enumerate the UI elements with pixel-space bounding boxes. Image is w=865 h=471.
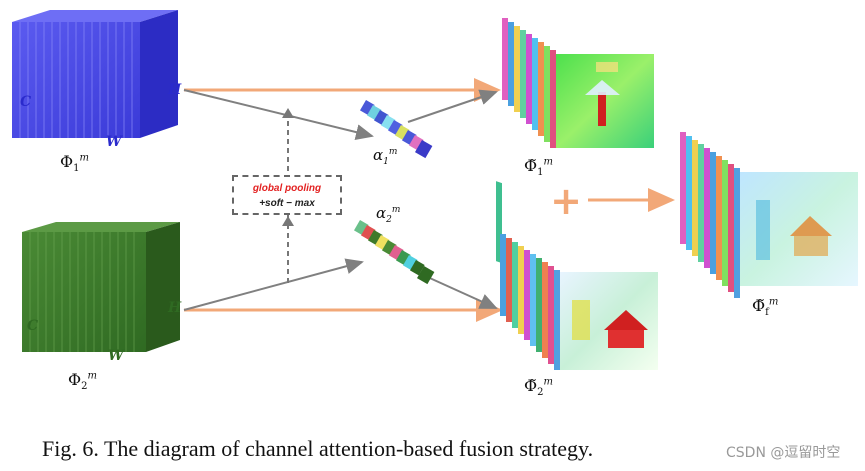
watermark: CSDN @逗留时空 — [726, 445, 841, 461]
figure-caption: Fig. 6. The diagram of channel attention… — [42, 436, 594, 461]
alpha1-label: α1m — [373, 146, 398, 167]
output1-label: Φ̃1m — [524, 156, 553, 179]
alpha-2-bar — [354, 220, 435, 285]
tensor1-h-label: H — [168, 82, 182, 98]
tensor1-c-label: C — [20, 94, 32, 110]
phi1-label: Φ1m — [60, 152, 89, 175]
fused-output-stack — [680, 132, 858, 298]
output2-label: Φ̃2m — [524, 376, 553, 399]
tensor1-w-label: W — [106, 134, 122, 150]
dashed-arrow-up-2 — [282, 216, 294, 226]
arrow-h2-alpha — [183, 258, 364, 311]
tensor2-w-label: W — [108, 348, 124, 364]
tensor2-h-label: H — [168, 300, 182, 316]
input-tensor-1 — [12, 10, 178, 138]
arrow-h1-alpha — [183, 89, 374, 140]
plus-sign: + — [550, 179, 582, 223]
output-stack-2 — [500, 234, 658, 370]
arrow-alpha1-output — [407, 89, 498, 123]
output-stack-1 — [496, 18, 654, 264]
pooling-line2: +soft − max — [259, 198, 315, 209]
tensor2-c-label: C — [27, 318, 39, 334]
pooling-line1: global pooling — [252, 183, 322, 194]
alpha-1-bar — [360, 100, 433, 159]
phi2-label: Φ2m — [68, 370, 97, 393]
global-pooling-box: global pooling +soft − max — [232, 175, 342, 215]
fused-output-label: Φ̃fm — [752, 296, 779, 319]
dashed-arrow-up — [282, 108, 294, 118]
input-tensor-2 — [22, 222, 180, 352]
alpha2-label: α2m — [376, 204, 401, 225]
